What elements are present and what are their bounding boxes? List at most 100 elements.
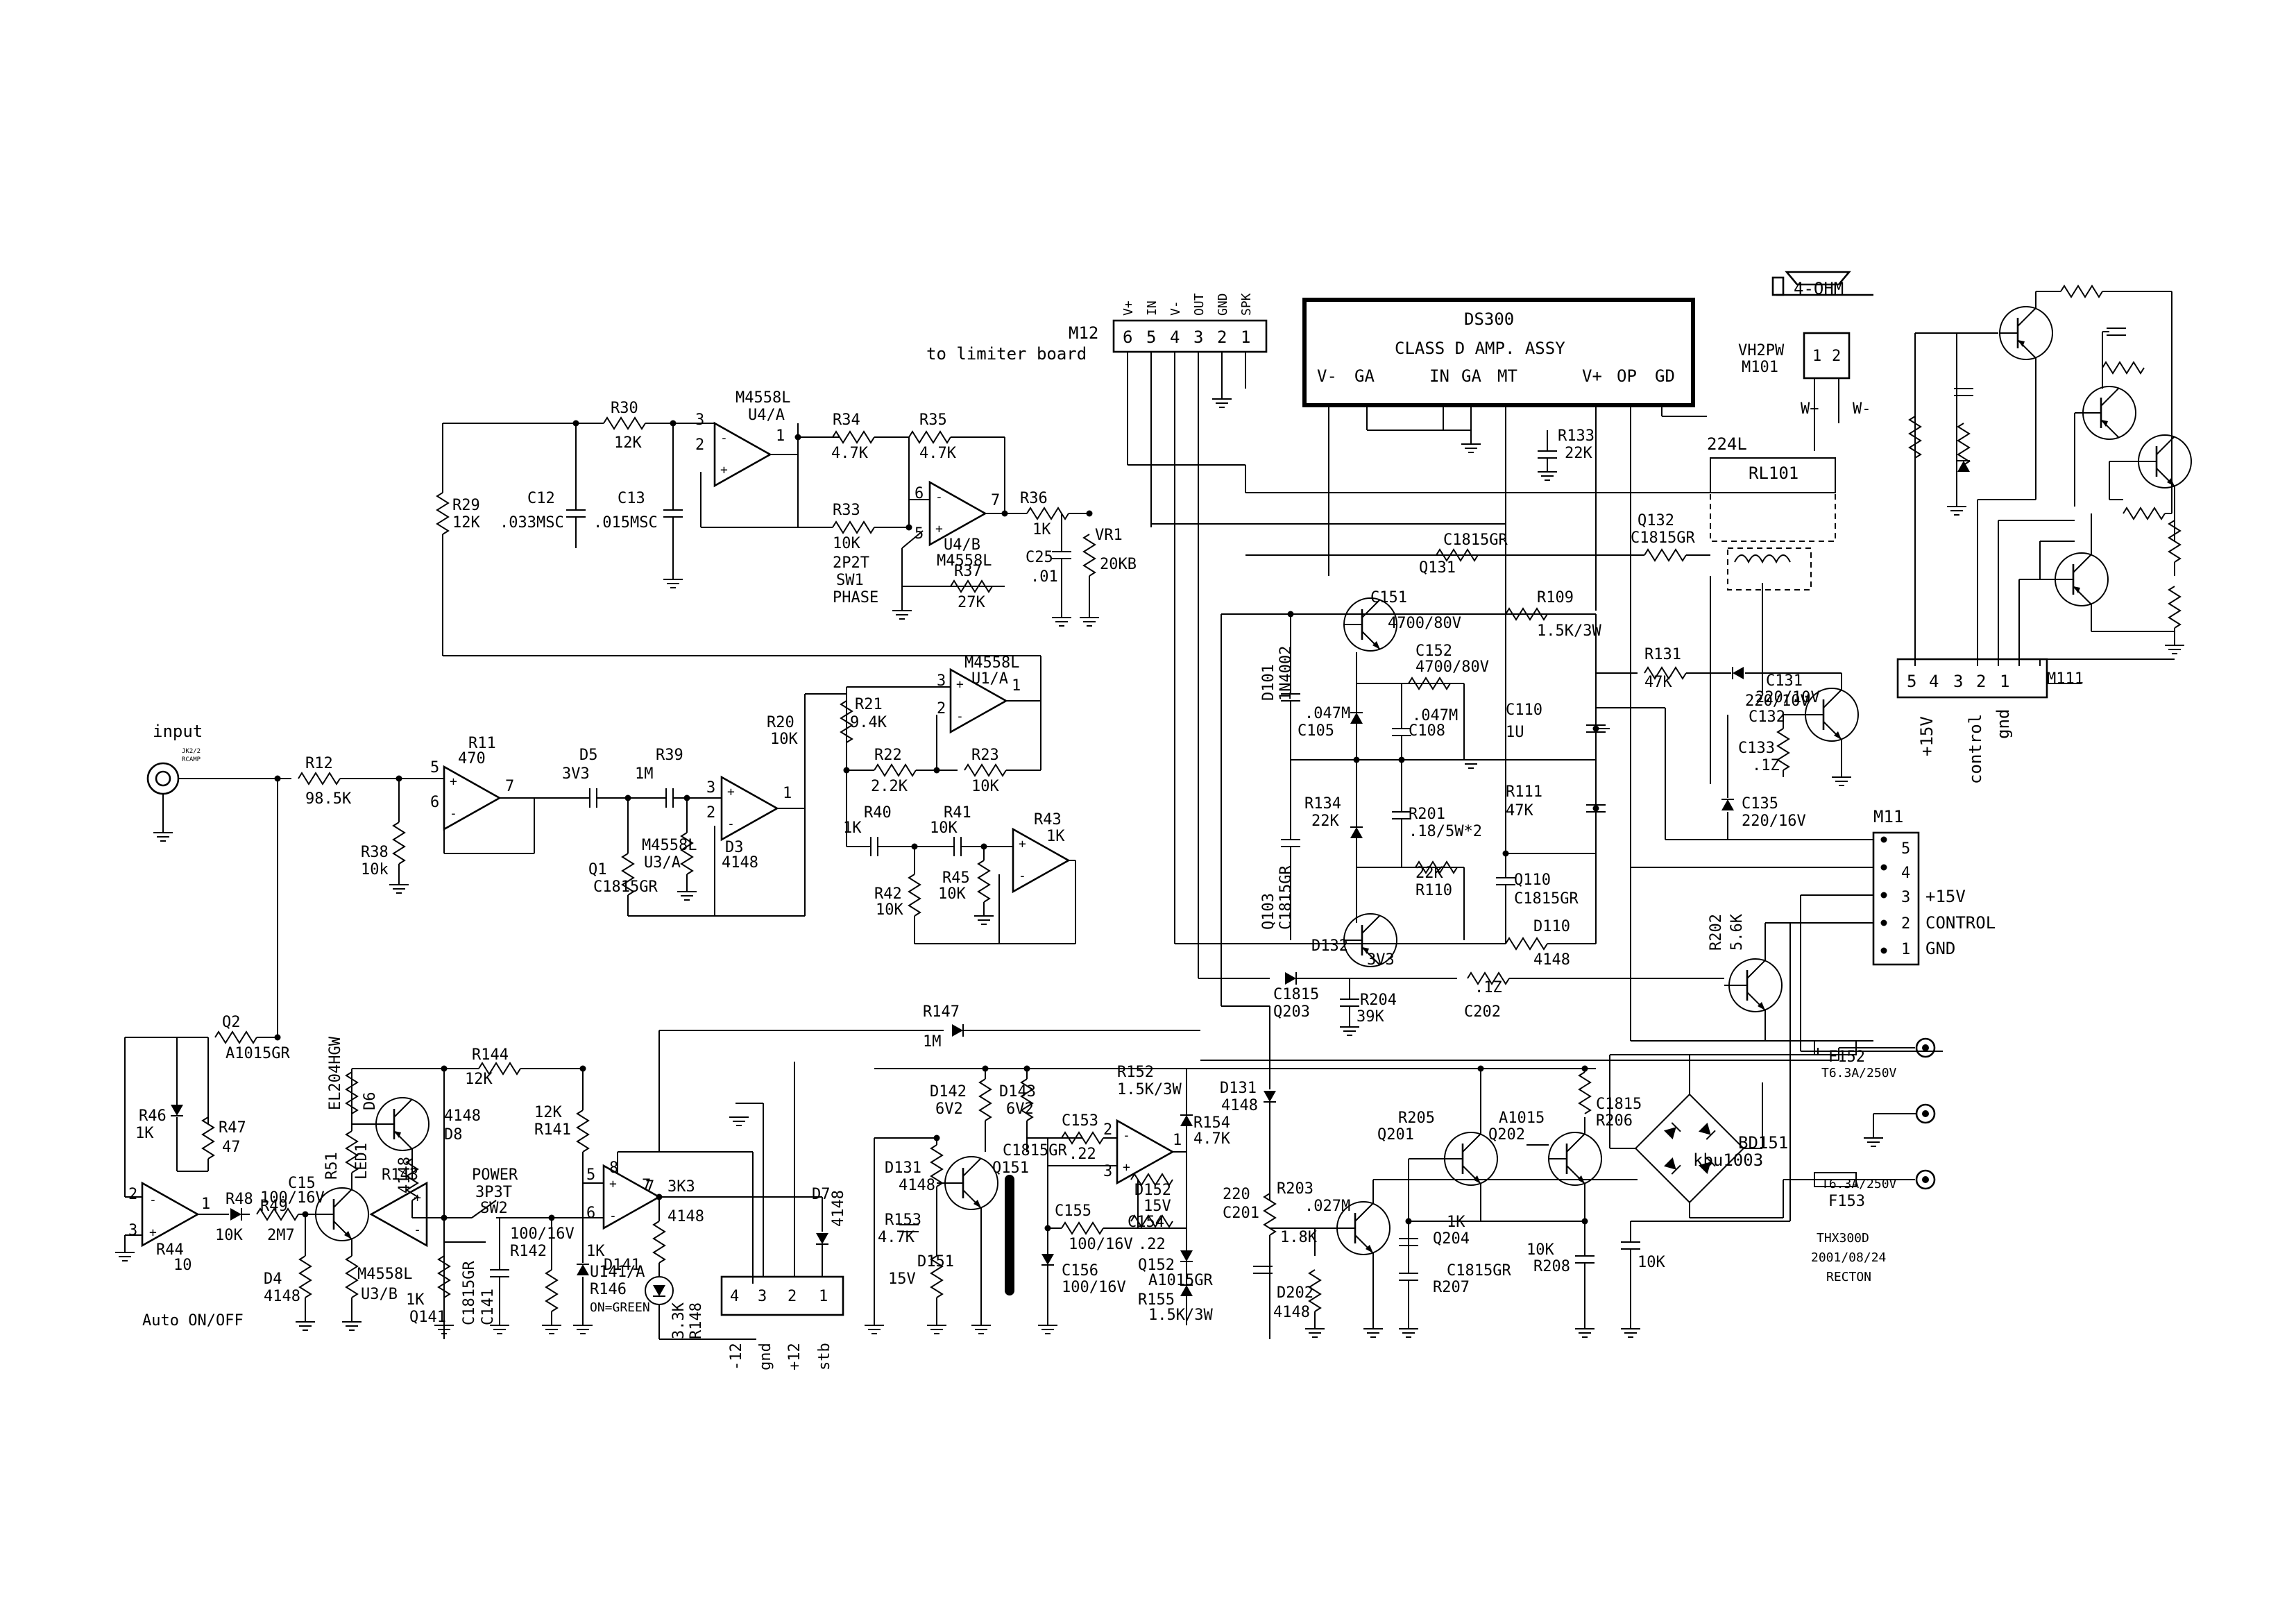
svg-text:1K: 1K	[843, 819, 862, 837]
svg-text:4148: 4148	[396, 1157, 414, 1193]
svg-text:T6.3A/250V: T6.3A/250V	[1821, 1177, 1897, 1191]
svg-text:RL101: RL101	[1749, 464, 1798, 483]
svg-text:Q204: Q204	[1433, 1230, 1470, 1248]
svg-text:1N4002: 1N4002	[1277, 646, 1295, 701]
svg-text:R40: R40	[864, 804, 892, 822]
svg-text:R111: R111	[1506, 783, 1542, 801]
svg-text:stb: stb	[816, 1343, 833, 1370]
svg-text:1K: 1K	[135, 1125, 154, 1142]
svg-text:2.2K: 2.2K	[871, 778, 908, 795]
svg-text:2: 2	[937, 700, 946, 717]
svg-text:-: -	[149, 1193, 157, 1207]
svg-text:.22: .22	[1138, 1236, 1166, 1253]
svg-text:5.6K: 5.6K	[1728, 913, 1746, 951]
svg-text:47K: 47K	[1506, 802, 1533, 819]
svg-text:98.5K: 98.5K	[305, 790, 352, 808]
svg-text:C1815GR: C1815GR	[1003, 1142, 1067, 1159]
svg-text:C1815GR: C1815GR	[593, 878, 658, 896]
svg-text:.033MSC: .033MSC	[500, 514, 564, 532]
svg-text:9.4K: 9.4K	[850, 714, 887, 731]
svg-text:R204: R204	[1360, 992, 1397, 1009]
svg-text:22K: 22K	[1311, 813, 1339, 830]
svg-text:R153: R153	[885, 1212, 921, 1229]
svg-text:100/16V: 100/16V	[510, 1225, 575, 1243]
svg-text:C1815: C1815	[1273, 986, 1319, 1003]
svg-text:7: 7	[991, 492, 1000, 509]
svg-text:10K: 10K	[930, 819, 958, 837]
svg-text:R133: R133	[1558, 427, 1595, 445]
title-block: THX300D 2001/08/24 RECTON	[1811, 1231, 1886, 1284]
svg-text:Q152: Q152	[1138, 1257, 1175, 1274]
svg-text:R49: R49	[260, 1198, 288, 1215]
svg-text:4: 4	[730, 1288, 739, 1305]
svg-text:R154: R154	[1193, 1114, 1230, 1132]
svg-text:R207: R207	[1433, 1279, 1470, 1296]
svg-text:SPK: SPK	[1239, 293, 1254, 316]
svg-text:U3/A: U3/A	[644, 854, 681, 872]
svg-text:R34: R34	[833, 411, 860, 429]
svg-text:2: 2	[1832, 348, 1841, 365]
svg-text:R109: R109	[1537, 589, 1574, 606]
svg-text:12K: 12K	[614, 434, 642, 452]
svg-text:10: 10	[173, 1257, 192, 1274]
svg-text:4148: 4148	[899, 1177, 935, 1194]
filter-u1: 321 M4558L U1/A R21 9.4K R20 10K R22 2.2…	[767, 654, 1076, 944]
svg-text:1: 1	[2000, 672, 2009, 691]
svg-text:4: 4	[1901, 865, 1910, 882]
svg-text:GA: GA	[1461, 366, 1481, 386]
svg-text:C141: C141	[479, 1289, 497, 1325]
svg-text:6: 6	[915, 485, 924, 502]
svg-text:C201: C201	[1223, 1205, 1259, 1222]
svg-text:Q103: Q103	[1260, 893, 1277, 930]
svg-text:1U: 1U	[1506, 724, 1524, 741]
svg-text:224L: 224L	[1707, 434, 1747, 454]
svg-text:D3: D3	[725, 839, 744, 856]
svg-text:R206: R206	[1596, 1112, 1633, 1130]
svg-text:C152: C152	[1415, 643, 1452, 660]
svg-text:4148: 4148	[264, 1288, 300, 1305]
svg-text:V+: V+	[1121, 300, 1136, 316]
svg-text:10K: 10K	[215, 1227, 243, 1244]
svg-text:D131: D131	[1220, 1080, 1257, 1097]
svg-text:U141/A: U141/A	[590, 1264, 645, 1281]
svg-text:R21: R21	[855, 696, 883, 713]
svg-text:100/16V: 100/16V	[260, 1189, 325, 1207]
svg-text:D132: D132	[1311, 937, 1348, 955]
svg-text:EL204HGW: EL204HGW	[327, 1036, 344, 1110]
svg-text:4700/80V: 4700/80V	[1415, 658, 1489, 676]
svg-text:R42: R42	[874, 885, 902, 903]
svg-text:.027M: .027M	[1304, 1198, 1350, 1215]
svg-text:6: 6	[430, 794, 439, 811]
svg-text:M4558L: M4558L	[357, 1266, 412, 1283]
svg-text:R201: R201	[1409, 806, 1445, 823]
svg-text:4.7K: 4.7K	[878, 1229, 915, 1246]
amp-module: DS300 CLASS D AMP. ASSY V- GA IN GA MT V…	[1302, 298, 1695, 407]
svg-text:1.5K/3W: 1.5K/3W	[1117, 1081, 1182, 1098]
svg-text:10K: 10K	[971, 778, 999, 795]
svg-text:U3/B: U3/B	[361, 1286, 398, 1303]
svg-text:C12: C12	[527, 490, 555, 507]
svg-text:GND: GND	[1925, 939, 1955, 958]
svg-text:Q110: Q110	[1514, 872, 1551, 889]
svg-text:Q151: Q151	[992, 1159, 1029, 1177]
svg-text:1.8K: 1.8K	[1280, 1229, 1318, 1246]
svg-text:A1015GR: A1015GR	[1148, 1272, 1213, 1289]
svg-text:4148: 4148	[830, 1190, 847, 1227]
m12-pin-labels: V+ IN V- OUT GND SPK	[1121, 293, 1254, 316]
svg-text:U4/B: U4/B	[944, 536, 980, 554]
svg-text:12K: 12K	[534, 1104, 562, 1121]
svg-text:W-: W-	[1853, 400, 1871, 418]
svg-text:+15V: +15V	[1917, 716, 1937, 756]
svg-text:GD: GD	[1655, 366, 1675, 386]
svg-text:1: 1	[1812, 348, 1821, 365]
svg-text:5: 5	[1146, 328, 1156, 347]
svg-text:GA: GA	[1354, 366, 1375, 386]
svg-text:2: 2	[788, 1288, 797, 1305]
svg-text:R202: R202	[1708, 914, 1725, 951]
svg-text:3: 3	[1193, 328, 1203, 347]
svg-text:2M7: 2M7	[267, 1227, 295, 1244]
svg-text:M12: M12	[1069, 323, 1098, 343]
svg-text:R41: R41	[944, 804, 971, 822]
svg-text:4.7K: 4.7K	[1193, 1130, 1231, 1148]
svg-text:VR1: VR1	[1095, 527, 1123, 544]
